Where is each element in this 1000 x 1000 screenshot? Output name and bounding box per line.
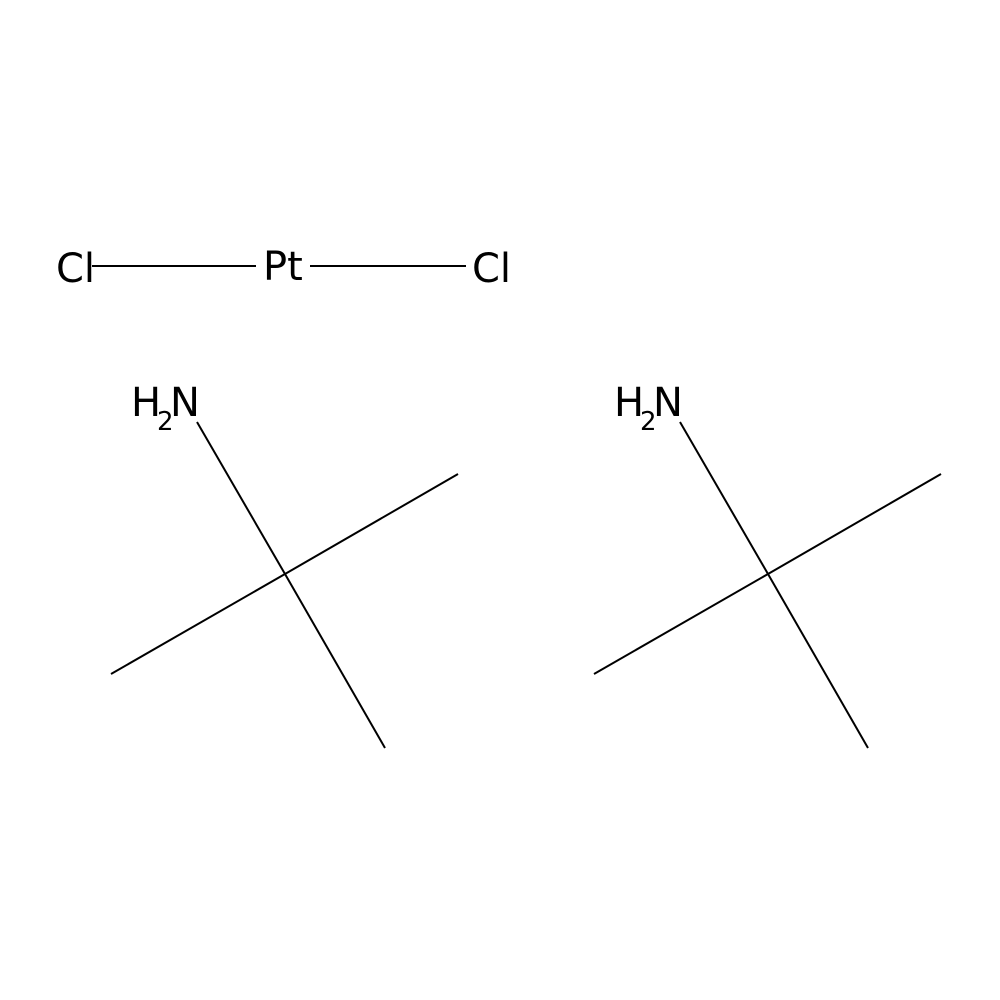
hydrogen-label: H: [614, 380, 644, 426]
chlorine-label-left: Cl: [56, 246, 95, 292]
c-methyl-bond-lower-right: [767, 573, 869, 749]
c-methyl-bond-lower-right: [284, 573, 386, 749]
hydrogen-count-subscript: 2: [640, 407, 657, 437]
platinum-label: Pt: [263, 244, 303, 290]
hydrogen-count-subscript: 2: [157, 407, 174, 437]
nitrogen-label: N: [653, 380, 683, 426]
tert-butylamine-left: H 2 N: [110, 380, 459, 749]
platinum-dichloride-fragment: Cl Pt Cl: [56, 244, 511, 292]
tert-butylamine-right: H 2 N: [593, 380, 942, 749]
c-methyl-bond-upper-right: [767, 473, 942, 575]
chlorine-label-right: Cl: [472, 246, 511, 292]
amine-label: H 2 N: [614, 380, 683, 437]
n-c-bond: [679, 421, 769, 575]
nitrogen-label: N: [170, 380, 200, 426]
n-c-bond: [196, 421, 286, 575]
c-methyl-bond-lower-left: [593, 573, 769, 675]
amine-label: H 2 N: [131, 380, 200, 437]
c-methyl-bond-upper-right: [284, 473, 459, 575]
hydrogen-label: H: [131, 380, 161, 426]
c-methyl-bond-lower-left: [110, 573, 286, 675]
